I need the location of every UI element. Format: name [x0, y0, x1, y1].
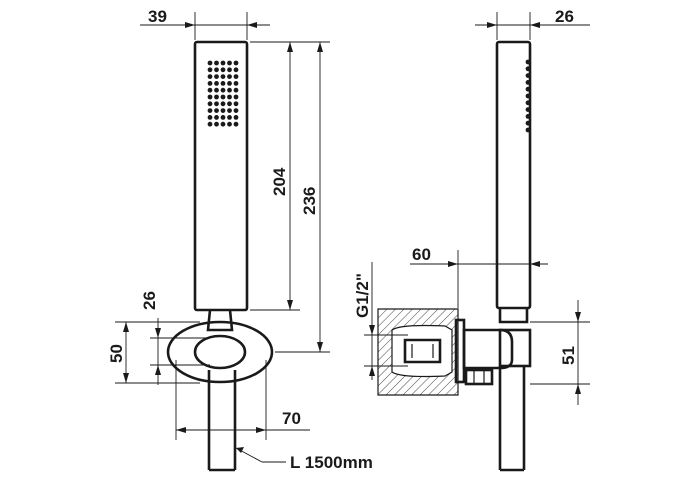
spray-nozzle-dot: [233, 74, 239, 79]
dim-front-bracket-height: 50: [107, 321, 200, 384]
spray-nozzle-dot: [220, 60, 226, 66]
spray-nozzle-dot: [207, 94, 213, 100]
side-holder-clip: [498, 328, 532, 368]
spray-nozzle-dot: [207, 74, 213, 79]
spray-nozzle-dot: [214, 121, 219, 127]
spray-nozzle-dot: [214, 81, 219, 86]
dim-front-width: 39: [140, 7, 270, 40]
hose-length-callout: L 1500mm: [235, 447, 373, 472]
label-side-thread: G1/2": [353, 273, 372, 318]
wall-recess: [391, 324, 453, 378]
side-nozzle-dot: [525, 66, 531, 72]
spray-nozzle-dot: [220, 121, 226, 127]
spray-nozzle-dot: [227, 74, 232, 79]
side-view: 26 60 G1/2" 51: [353, 7, 590, 472]
spray-nozzle-dot: [214, 115, 219, 120]
label-side-width: 26: [555, 7, 574, 26]
dim-front-length: 204: [250, 41, 300, 311]
spray-nozzle-dot: [207, 60, 213, 66]
side-nozzles: [525, 59, 531, 133]
spray-nozzle-dot: [214, 108, 219, 113]
spray-nozzle-dot: [207, 81, 213, 86]
handshower-body-side: [495, 40, 532, 310]
spray-nozzle-dot: [220, 108, 226, 113]
dim-front-holder: 26: [140, 291, 210, 385]
label-front-total: 236: [300, 187, 319, 215]
side-nozzle-dot: [525, 93, 531, 99]
spray-nozzle-dot: [233, 87, 239, 93]
side-holder: [498, 308, 529, 324]
spray-nozzle-dot: [220, 94, 226, 100]
spray-nozzle-dot: [233, 94, 239, 100]
spray-nozzle-dot: [227, 121, 232, 127]
spray-nozzle-dot: [220, 81, 226, 86]
dim-side-offset: 60: [410, 245, 548, 308]
spray-nozzle-dot: [207, 108, 213, 113]
spray-nozzle-dot: [233, 81, 239, 86]
spray-nozzle-dot: [227, 81, 232, 86]
spray-nozzle-dot: [214, 60, 219, 66]
side-nozzle-dot: [525, 107, 531, 112]
front-view: 39 204 236 26: [107, 7, 373, 472]
label-front-bracket-height: 50: [107, 344, 126, 363]
spray-nozzle-dot: [233, 101, 239, 107]
spray-nozzle-dot: [233, 115, 239, 120]
spray-nozzle-dot: [214, 74, 219, 79]
spray-nozzle-dot: [227, 67, 232, 73]
side-nozzle-dot: [525, 100, 531, 106]
spray-nozzle-dot: [207, 115, 213, 120]
spray-nozzle-dot: [220, 67, 226, 73]
dim-front-total: 236: [250, 41, 330, 353]
spray-nozzle-dot: [220, 74, 226, 79]
spray-nozzle-dot: [227, 108, 232, 113]
side-nozzle-dot: [525, 114, 531, 119]
spray-nozzle-dot: [227, 60, 232, 66]
elbow-body: [462, 328, 514, 370]
side-nozzle-dot: [525, 80, 531, 85]
spray-nozzle-dot: [220, 87, 226, 93]
dim-side-thread: G1/2": [353, 262, 408, 380]
dim-side-width: 26: [475, 7, 590, 40]
handshower-body-front: [193, 40, 249, 312]
dim-front-bracket-width: 70: [175, 360, 310, 440]
spray-nozzle-dot: [233, 60, 239, 66]
label-side-bracket-height: 51: [559, 346, 578, 365]
spray-nozzle-dot: [207, 67, 213, 73]
spray-nozzle-dot: [227, 94, 232, 100]
spray-nozzle-dot: [233, 67, 239, 73]
spray-nozzle-dot: [207, 121, 213, 127]
spray-nozzle-dot: [214, 67, 219, 73]
label-front-bracket-width: 70: [282, 409, 301, 428]
label-front-holder: 26: [140, 291, 159, 310]
bracket-oval-outer: [166, 320, 274, 384]
spray-nozzle-dot: [207, 101, 213, 107]
spray-nozzle-dot: [227, 115, 232, 120]
label-front-length: 204: [270, 167, 289, 196]
spray-nozzle-dot: [214, 94, 219, 100]
spray-nozzles: [207, 60, 239, 127]
hex-nut: [464, 368, 494, 386]
side-nozzle-dot: [525, 127, 531, 133]
spray-nozzle-dot: [227, 101, 232, 107]
connector-block: [403, 338, 442, 364]
spray-nozzle-dot: [233, 121, 239, 127]
side-nozzle-dot: [525, 86, 531, 92]
spray-nozzle-dot: [214, 87, 219, 93]
spray-nozzle-dot: [227, 87, 232, 93]
spray-nozzle-dot: [214, 101, 219, 107]
spray-nozzle-dot: [207, 87, 213, 93]
spray-nozzle-dot: [233, 108, 239, 113]
label-side-offset: 60: [412, 245, 431, 264]
label-hose-length: L 1500mm: [290, 453, 373, 472]
bracket-oval-inner: [193, 334, 247, 370]
dim-side-bracket-height: 51: [530, 300, 590, 405]
handle-neck: [206, 309, 234, 332]
label-front-width: 39: [148, 7, 167, 26]
spray-nozzle-dot: [220, 115, 226, 120]
spray-nozzle-dot: [220, 101, 226, 107]
side-nozzle-dot: [525, 59, 531, 65]
side-nozzle-dot: [525, 73, 531, 78]
side-nozzle-dot: [525, 120, 531, 126]
